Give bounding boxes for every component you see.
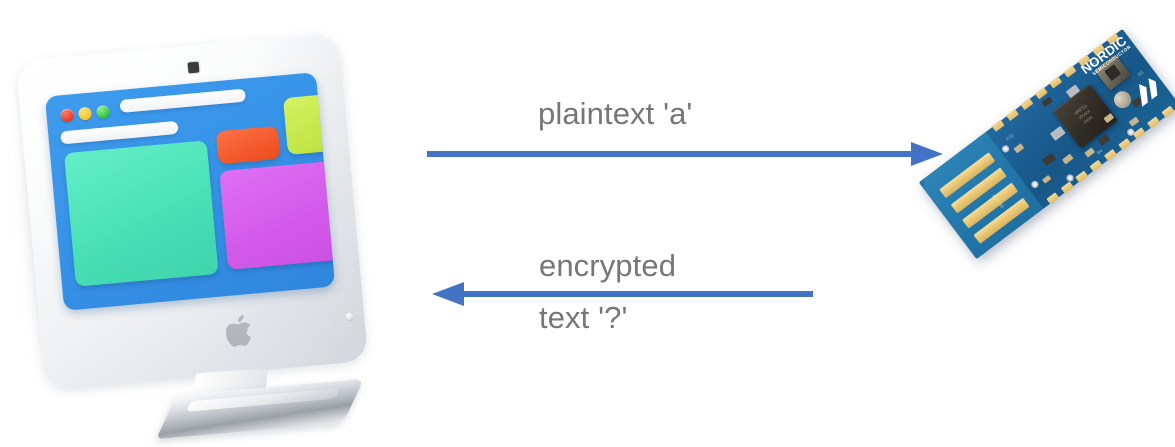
- maximize-button[interactable]: [95, 105, 111, 120]
- address-bar[interactable]: [60, 120, 179, 145]
- arrow-plaintext-label: plaintext 'a': [538, 96, 693, 131]
- arrow-encrypted: [432, 282, 813, 306]
- arrow-plaintext: [427, 142, 943, 166]
- imac-screen: [44, 72, 336, 311]
- indicator-light: [345, 312, 354, 321]
- close-button[interactable]: [60, 108, 75, 123]
- nordic-logo-icon: [1138, 78, 1158, 107]
- panel-magenta[interactable]: [219, 158, 336, 270]
- apple-imac-illustration: [10, 31, 378, 440]
- apple-logo-icon: [225, 314, 251, 347]
- panel-orange[interactable]: [215, 125, 281, 165]
- minimize-button[interactable]: [77, 106, 93, 121]
- arrow-encrypted-label-line1: encrypted: [539, 248, 677, 283]
- search-bar[interactable]: [119, 88, 247, 113]
- panel-teal[interactable]: [64, 140, 219, 287]
- arrow-encrypted-label-line2: text '?': [539, 300, 628, 335]
- webcam-icon: [187, 61, 200, 74]
